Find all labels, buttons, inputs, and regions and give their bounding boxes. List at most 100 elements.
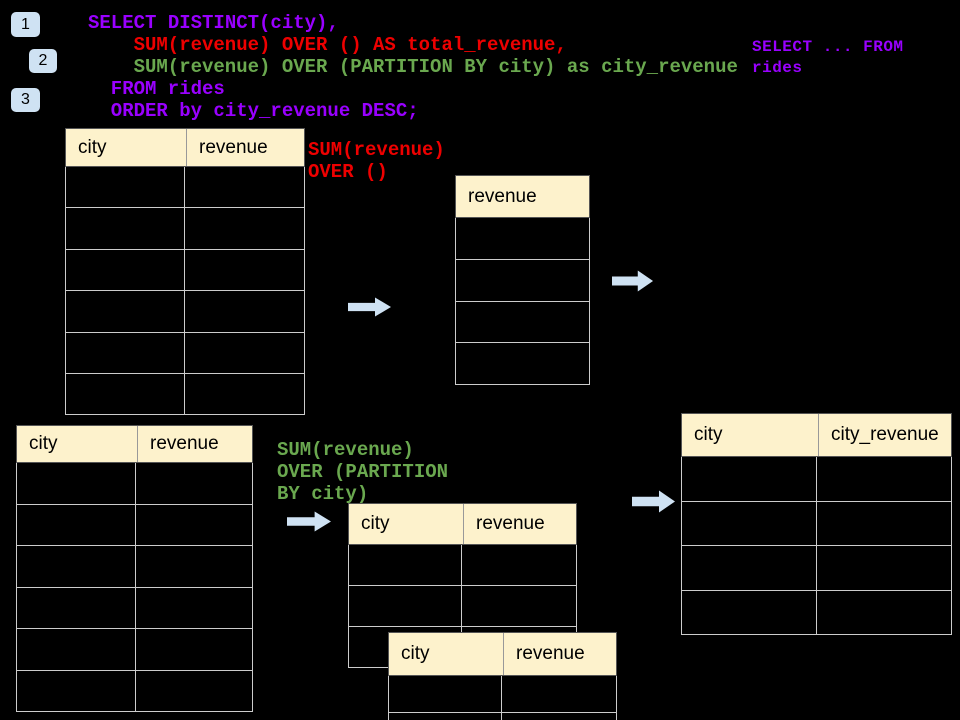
column-header-revenue: revenue	[137, 426, 254, 462]
table-cell-empty	[185, 373, 305, 416]
table-cell-empty	[16, 629, 136, 671]
table-row	[455, 301, 590, 344]
table-cell-empty	[136, 546, 253, 588]
table-row	[455, 259, 590, 302]
table-row	[348, 586, 577, 627]
table-cell-empty	[817, 546, 952, 591]
table-cell-empty	[136, 504, 253, 546]
annotation-line: OVER (PARTITION	[277, 461, 449, 483]
table-cell-empty	[185, 249, 305, 292]
annotation-line: OVER ()	[308, 161, 388, 183]
table-header-row: city revenue	[388, 632, 617, 676]
table-cell-empty	[185, 167, 305, 209]
table-cell-empty	[136, 629, 253, 671]
table-row	[16, 546, 253, 588]
table-row	[16, 670, 253, 712]
table-row	[16, 629, 253, 671]
side-note-select-from-rides: SELECT ... FROM rides	[752, 37, 904, 79]
table-cell-empty	[817, 590, 952, 635]
flow-right-arrow-icon	[348, 297, 391, 317]
table-cell-empty	[455, 301, 590, 344]
table-cell-empty	[185, 332, 305, 374]
table-cell-empty	[136, 587, 253, 629]
table-cell-empty	[502, 676, 617, 713]
table-cell-empty	[348, 586, 462, 627]
table-cell-empty	[455, 218, 590, 260]
table-row	[16, 504, 253, 546]
sql-line-city-revenue: SUM(revenue) OVER (PARTITION BY city) as…	[133, 56, 738, 78]
table-row	[16, 463, 253, 505]
table-cell-empty	[16, 587, 136, 629]
table-cell-empty	[348, 545, 462, 586]
table-row	[65, 167, 305, 209]
table-cell-empty	[681, 590, 817, 635]
table-cell-empty	[455, 259, 590, 302]
column-header-city: city	[694, 424, 723, 445]
table-header-row: revenue	[455, 175, 590, 218]
column-header-revenue: revenue	[463, 504, 578, 544]
table-header-row: city revenue	[65, 128, 305, 167]
table-cell-empty	[462, 586, 577, 627]
sql-line-from: FROM rides	[110, 78, 225, 100]
column-header-revenue: revenue	[186, 129, 306, 166]
table-row	[65, 332, 305, 374]
table-city-revenue-result: city city_revenue	[681, 413, 952, 635]
table-cell-empty	[388, 676, 502, 713]
annotation-line: SUM(revenue)	[277, 439, 414, 461]
table-row	[681, 590, 952, 635]
sql-line-total-revenue: SUM(revenue) OVER () AS total_revenue,	[133, 34, 567, 56]
side-note-line: rides	[752, 59, 803, 77]
table-cell-empty	[65, 373, 185, 416]
annotation-line: SUM(revenue)	[308, 139, 445, 161]
table-cell-empty	[388, 713, 502, 720]
sql-line-order-by: ORDER by city_revenue DESC;	[110, 100, 419, 122]
table-row	[388, 713, 617, 720]
column-header-city: city	[78, 136, 107, 158]
table-row	[348, 545, 577, 586]
annotation-sum-over-partition: SUM(revenue) OVER (PARTITION BY city)	[277, 439, 448, 505]
table-cell-empty	[65, 167, 185, 209]
flow-right-arrow-icon	[632, 490, 675, 513]
side-note-line: SELECT ... FROM	[752, 38, 904, 56]
table-cell-empty	[16, 670, 136, 712]
table-cell-empty	[136, 670, 253, 712]
flow-right-arrow-icon	[287, 511, 331, 532]
flow-right-arrow-icon	[612, 270, 654, 292]
column-header-city: city	[401, 643, 430, 664]
annotation-line: BY city)	[277, 483, 369, 505]
table-total-revenue-result: revenue	[455, 175, 590, 386]
table-row	[681, 457, 952, 502]
table-row	[65, 208, 305, 250]
table-cell-empty	[136, 463, 253, 505]
table-row	[16, 587, 253, 629]
table-cell-empty	[502, 713, 617, 720]
table-cell-empty	[681, 457, 817, 502]
column-header-city_revenue: city_revenue	[818, 414, 953, 456]
column-header-revenue: revenue	[503, 633, 618, 675]
table-cell-empty	[16, 546, 136, 588]
step-badge-3: 3	[11, 88, 40, 112]
table-row	[455, 343, 590, 386]
table-cell-empty	[65, 208, 185, 250]
table-cell-empty	[16, 463, 136, 505]
table-cell-empty	[185, 208, 305, 250]
table-row	[65, 249, 305, 292]
step-badge-2: 2	[29, 49, 57, 73]
table-cell-empty	[455, 343, 590, 386]
sql-query: SELECT DISTINCT(city), SUM(revenue) OVER…	[88, 12, 738, 122]
table-row	[65, 291, 305, 333]
annotation-sum-over-total: SUM(revenue) OVER ()	[308, 139, 445, 183]
table-partition-group-2: city revenue	[388, 632, 617, 720]
table-cell-empty	[681, 546, 817, 591]
table-row	[681, 501, 952, 546]
table-row	[65, 373, 305, 416]
table-cell-empty	[16, 504, 136, 546]
column-header-revenue: revenue	[468, 185, 537, 207]
table-cell-empty	[817, 501, 952, 546]
table-header-row: city city_revenue	[681, 413, 952, 457]
table-row	[388, 676, 617, 713]
